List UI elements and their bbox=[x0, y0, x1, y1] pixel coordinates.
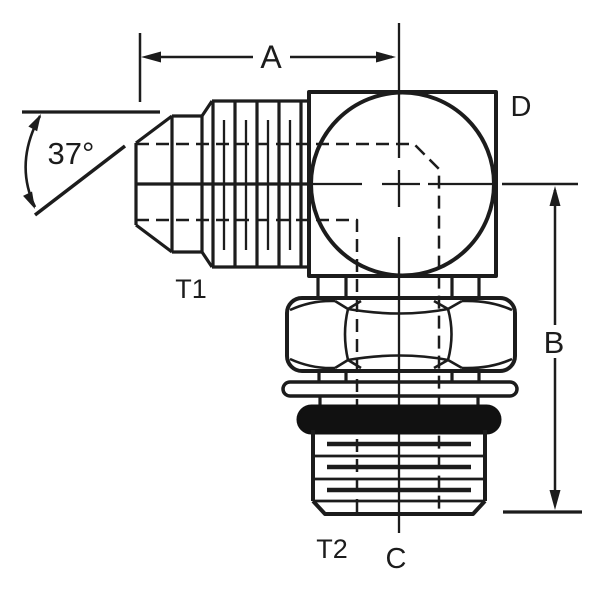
flare-angle-callout: 37° bbox=[22, 110, 160, 217]
t1-relief-edges bbox=[172, 114, 202, 254]
dimension-a: A bbox=[138, 33, 396, 102]
port-t2-thread: T2 C bbox=[311, 430, 487, 575]
dim-b-label: B bbox=[544, 325, 565, 360]
bore-line-left bbox=[136, 218, 359, 513]
dim-a-arrow-right bbox=[376, 51, 396, 63]
angle-arrow-top bbox=[28, 114, 41, 132]
hex-outline bbox=[285, 296, 517, 373]
dim-a-label: A bbox=[260, 39, 282, 75]
dim-c-label: C bbox=[386, 543, 407, 575]
dimension-b: B bbox=[502, 182, 582, 514]
o-ring bbox=[296, 404, 502, 435]
hidden-bore-lines bbox=[136, 142, 441, 513]
hex-flat-edges bbox=[343, 308, 453, 361]
t2-body-edges bbox=[311, 430, 487, 501]
angle-arrow-bottom bbox=[23, 191, 35, 209]
t2-thread-root-lines bbox=[313, 454, 485, 503]
t2-thread-crest-lines bbox=[327, 441, 471, 493]
elbow-body: D bbox=[307, 90, 532, 278]
t1-flare-chamfers bbox=[135, 114, 173, 254]
angle-flank-line bbox=[33, 144, 127, 217]
hex-nut bbox=[285, 277, 517, 373]
washer-lower-connectors bbox=[318, 396, 480, 406]
dim-a-arrow-left bbox=[141, 51, 161, 63]
t2-bottom-chamfer bbox=[311, 499, 487, 516]
body-circle bbox=[309, 90, 496, 278]
dim-b-arrow-down bbox=[549, 490, 561, 510]
centerlines bbox=[312, 23, 492, 533]
port-t2-label: T2 bbox=[316, 534, 348, 564]
t1-thread-lead-chamfers bbox=[200, 100, 214, 268]
bore-line-right bbox=[136, 142, 441, 513]
angle-label: 37° bbox=[48, 136, 95, 171]
t1-thread-od-edges bbox=[212, 99, 309, 269]
dim-d-label: D bbox=[511, 91, 532, 123]
hex-neck-lines bbox=[316, 277, 481, 298]
port-t1-label: T1 bbox=[175, 274, 207, 304]
hex-side-flat-arcs bbox=[289, 299, 513, 370]
washer-upper-connectors bbox=[317, 371, 481, 382]
dim-b-arrow-up bbox=[549, 186, 561, 206]
port-t1-flare: T1 bbox=[134, 99, 310, 304]
